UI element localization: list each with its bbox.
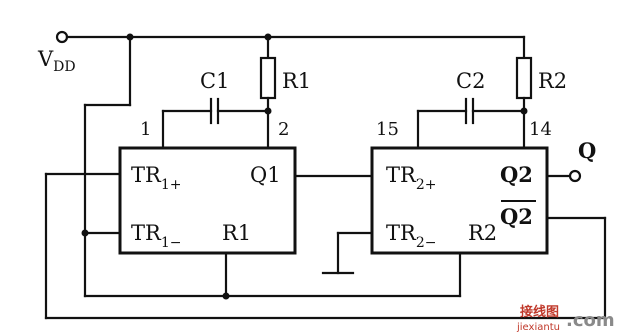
ic2-q2bar-label: Q2 [500,204,533,229]
pin-1-label: 1 [140,119,151,140]
pin-2-label: 2 [278,119,289,140]
ic2-tr-minus-label: TR2− [386,221,436,251]
watermark-tld: .com [566,310,615,331]
ic2-q2-label: Q2 [500,162,533,187]
ic2-reset-label: R2 [468,221,497,245]
ic1-tr-minus-label: TR1− [131,221,181,251]
junction-dot [222,292,230,300]
vdd-label: VDD [37,47,76,75]
r2-resistor [515,56,533,100]
r2-label: R2 [538,69,567,93]
junction-dot [81,229,89,237]
ic1-block [118,146,297,255]
c2-label: C2 [456,69,485,93]
q-output-label: Q [578,138,596,163]
pin-14-label: 14 [529,119,552,140]
ic1-reset-label: R1 [222,221,251,245]
q-output-terminal [568,169,582,183]
vdd-terminal [55,30,69,44]
watermark-en: jiexiantu [516,322,560,333]
r1-resistor [259,56,277,100]
ic1-tr-plus-label: TR1+ [131,163,181,193]
c1-label: C1 [200,69,229,93]
ic2-tr-plus-label: TR2+ [386,163,436,193]
pin-15-label: 15 [376,119,399,140]
r1-label: R1 [282,69,311,93]
ic1-q1-label: Q1 [250,163,281,187]
watermark-cn: 接线图 [520,304,559,320]
